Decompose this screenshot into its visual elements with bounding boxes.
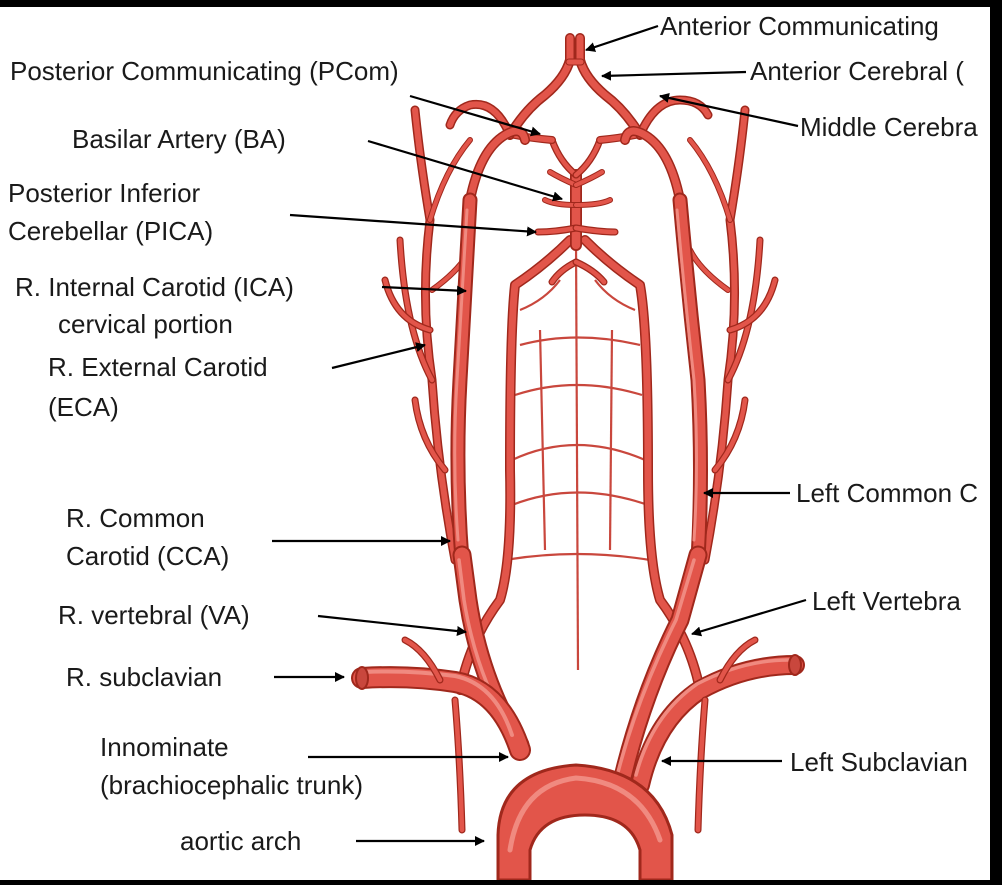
label-basilar-artery: Basilar Artery (BA) [72,124,286,154]
cervical-anastomosis-network [505,240,650,670]
label-pica-line2: Cerebellar (PICA) [8,216,213,246]
label-pica-line1: Posterior Inferior [8,178,201,208]
label-middle-cerebral: Middle Cerebra [800,112,978,142]
label-aortic-arch: aortic arch [180,826,301,856]
label-left-vertebral: Left Vertebra [812,586,961,616]
arterial-tree [356,38,801,880]
anatomy-labels: Anterior Communicating Posterior Communi… [8,11,978,856]
label-r-cca-line2: Carotid (CCA) [66,541,229,571]
label-posterior-communicating: Posterior Communicating (PCom) [10,56,399,86]
label-innominate-line2: (brachiocephalic trunk) [100,770,363,800]
label-r-cca-line1: R. Common [66,503,205,533]
label-innominate-line1: Innominate [100,732,229,762]
label-r-ica-line1: R. Internal Carotid (ICA) [15,272,294,302]
label-left-common-carotid: Left Common C [796,478,978,508]
label-r-eca-line1: R. External Carotid [48,352,268,382]
label-anterior-communicating: Anterior Communicating [660,11,939,41]
label-r-vertebral: R. vertebral (VA) [58,600,250,630]
vertebral-arteries [460,240,700,690]
diagram-panel: Anterior Communicating Posterior Communi… [0,7,990,880]
label-r-eca-line2: (ECA) [48,392,119,422]
label-left-subclavian: Left Subclavian [790,747,968,777]
carotid-vertebral-diagram: Anterior Communicating Posterior Communi… [0,7,990,880]
label-r-subclavian: R. subclavian [66,662,222,692]
label-anterior-cerebral: Anterior Cerebral ( [750,56,964,86]
label-r-ica-line2: cervical portion [58,309,233,339]
